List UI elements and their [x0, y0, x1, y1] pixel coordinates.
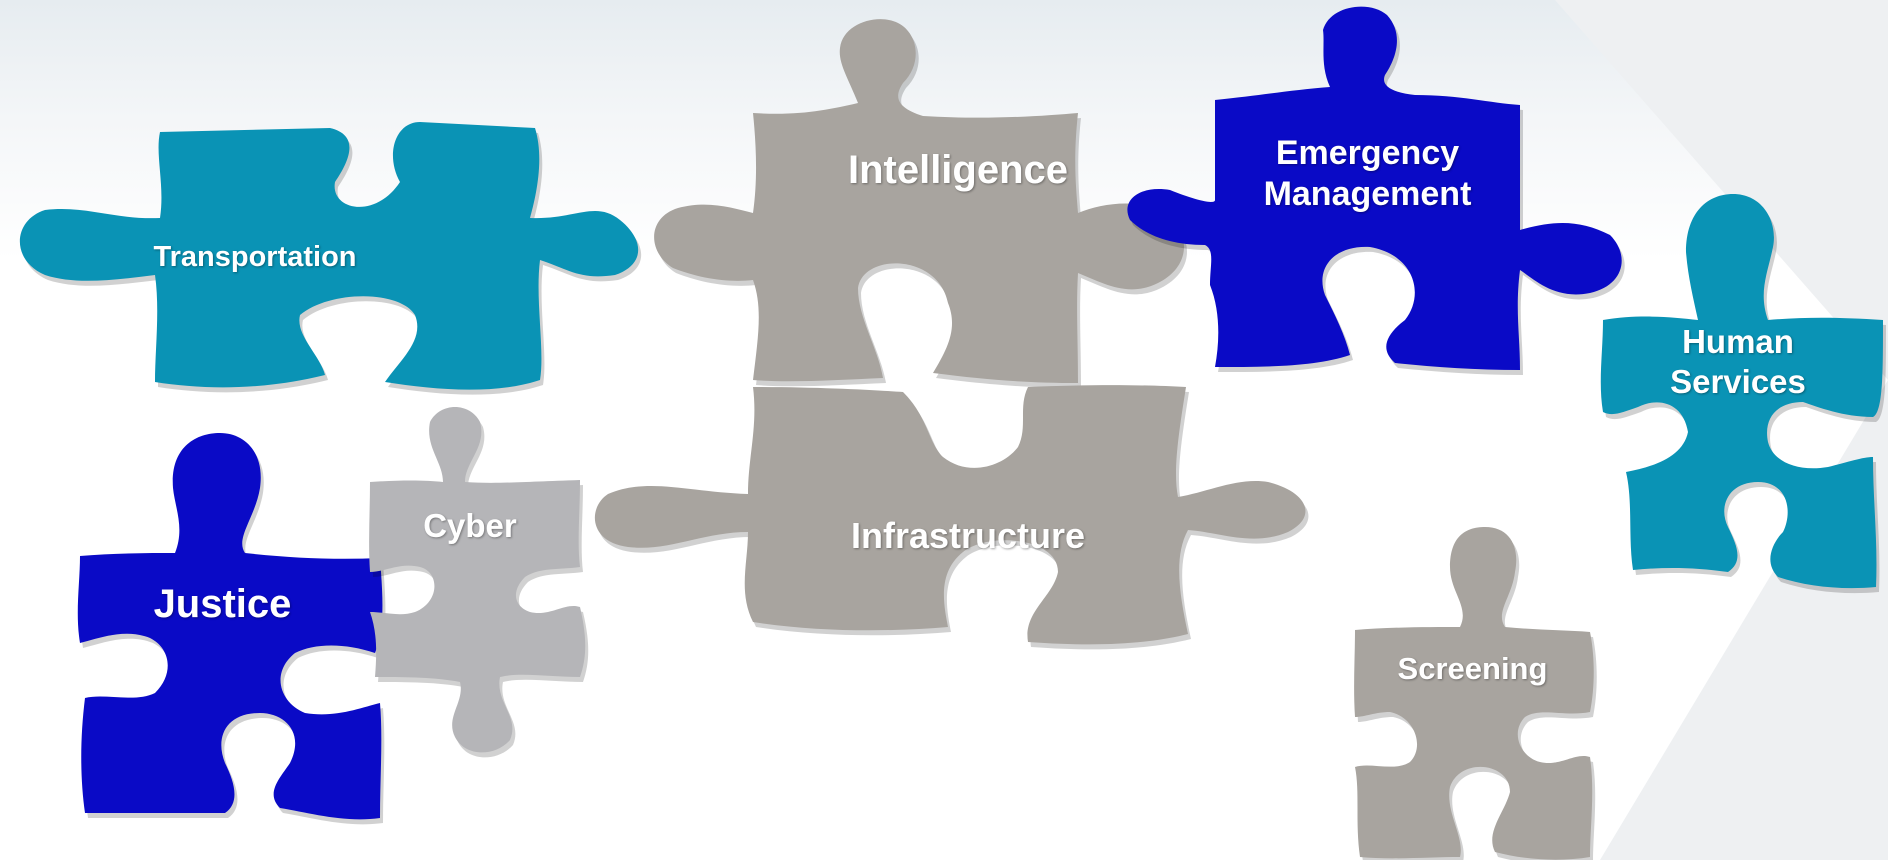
- puzzle-piece-screening: Screening: [1350, 522, 1610, 860]
- piece-label-cyber: Cyber: [423, 507, 517, 544]
- puzzle-piece-intelligence: Intelligence: [648, 18, 1208, 388]
- piece-label-infrastructure: Infrastructure: [850, 515, 1086, 556]
- puzzle-piece-emergency-management: Emergency Management: [1115, 5, 1635, 375]
- puzzle-shape: [19, 122, 642, 395]
- puzzle-piece-human-services: Human Services: [1598, 192, 1888, 602]
- puzzle-piece-cyber: Cyber: [365, 402, 595, 762]
- piece-label-justice: Justice: [153, 582, 292, 626]
- puzzle-shape: [1354, 527, 1597, 860]
- piece-label-intelligence: Intelligence: [847, 148, 1069, 192]
- puzzle-shape: [369, 407, 589, 758]
- puzzle-shape: [654, 19, 1188, 388]
- puzzle-shape: [1127, 6, 1625, 375]
- puzzle-piece-transportation: Transportation: [15, 110, 675, 400]
- piece-label-emergency-management: Emergency Management: [1263, 134, 1472, 213]
- puzzle-shape: [594, 385, 1309, 650]
- puzzle-shape: [1600, 194, 1886, 594]
- puzzle-piece-justice: Justice: [75, 428, 395, 828]
- piece-label-transportation: Transportation: [153, 241, 357, 273]
- piece-label-human-services: Human Services: [1670, 323, 1806, 400]
- puzzle-shape: [77, 433, 386, 825]
- piece-label-screening: Screening: [1397, 651, 1548, 686]
- puzzle-piece-infrastructure: Infrastructure: [588, 382, 1368, 702]
